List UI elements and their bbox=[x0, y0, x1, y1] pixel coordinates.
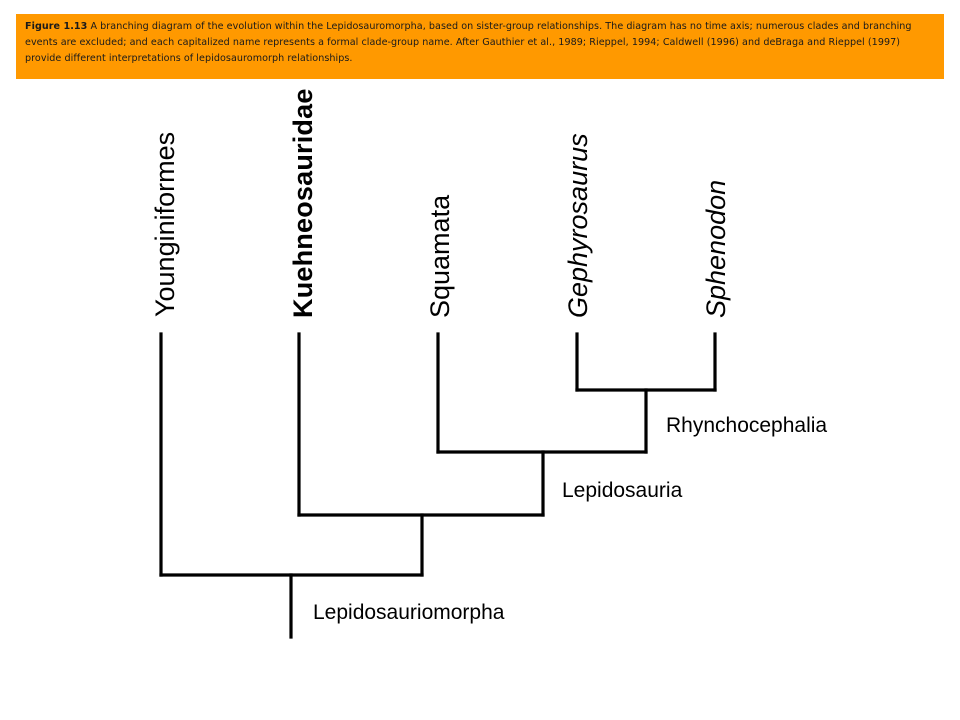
taxon-label-gephyrosaurus: Gephyrosaurus bbox=[563, 133, 593, 318]
figure-caption-text: A branching diagram of the evolution wit… bbox=[25, 21, 912, 64]
figure-label: Figure 1.13 bbox=[25, 21, 88, 32]
taxon-label-squamata: Squamata bbox=[425, 194, 455, 318]
taxon-label-kuehneosauridae: Kuehneosauridae bbox=[288, 88, 318, 318]
clade-label-lepidosauriomorpha: Lepidosauriomorpha bbox=[313, 601, 505, 624]
clade-label-rhynchocephalia: Rhynchocephalia bbox=[666, 414, 827, 437]
taxon-label-younginiformes: Younginiformes bbox=[150, 132, 180, 317]
clade-label-lepidosauria: Lepidosauria bbox=[562, 479, 683, 502]
taxon-label-sphenodon: Sphenodon bbox=[701, 180, 731, 318]
figure-caption: Figure 1.13 A branching diagram of the e… bbox=[16, 14, 944, 79]
